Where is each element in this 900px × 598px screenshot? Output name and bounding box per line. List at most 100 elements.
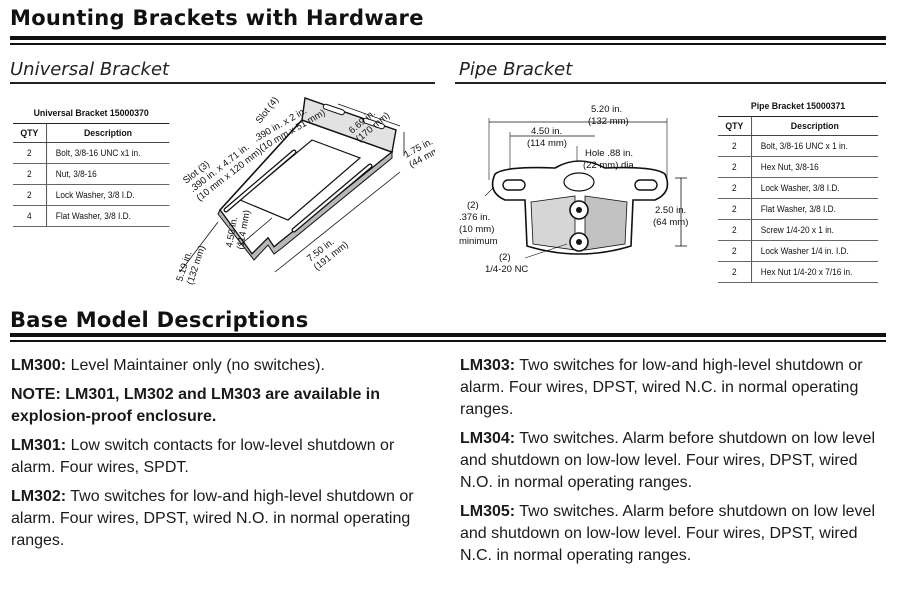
model-code: LM302: — [11, 488, 67, 505]
description-cell: Hex Nut, 3/8-16 — [751, 156, 879, 178]
lm305-description: LM305: Two switches. Alarm before shutdo… — [460, 501, 880, 567]
pipe-bracket-face — [584, 195, 628, 251]
pipe-heading-rule — [455, 82, 886, 84]
description-column-right: LM303: Two switches for low-and high-lev… — [460, 355, 880, 574]
model-text: Two switches. Alarm before shutdown on l… — [460, 430, 876, 491]
model-code: LM303: — [460, 357, 516, 374]
qty-cell: 2 — [718, 261, 752, 283]
dim-250-mm: (64 mm) — [653, 217, 688, 228]
description-cell: Lock Washer, 3/8 I.D. — [46, 184, 170, 206]
dim-450-mm: (114 mm) — [527, 138, 567, 149]
description-cell: Screw 1/4-20 x 1 in. — [751, 219, 879, 241]
table-row: 2 Hex Nut 1/4-20 x 7/16 in. — [718, 261, 879, 283]
left-minimum: minimum — [459, 236, 498, 247]
table-row: 2 Lock Washer, 3/8 I.D. — [718, 177, 879, 199]
lm303-description: LM303: Two switches for low-and high-lev… — [460, 355, 880, 421]
dim-line-669 — [337, 103, 401, 127]
dim-line-450 — [238, 217, 273, 247]
lm304-description: LM304: Two switches. Alarm before shutdo… — [460, 428, 880, 494]
universal-flange-slot — [322, 103, 345, 116]
universal-slot-inner — [292, 164, 372, 232]
description-cell: Nut, 3/8-16 — [46, 163, 170, 185]
base-model-heading: Base Model Descriptions — [10, 308, 309, 332]
dim-450: 4.50 in. — [224, 216, 240, 249]
left-count: (2) — [467, 200, 479, 211]
base-rule-thin — [10, 340, 886, 342]
pipe-bracket-diagram: 5.20 in. (132 mm) 4.50 in. (114 mm) Hole… — [459, 104, 688, 275]
table-row: 2 Lock Washer 1/4 in. I.D. — [718, 240, 879, 262]
qty-cell: 2 — [13, 163, 47, 185]
description-cell: Flat Washer, 3/8 I.D. — [751, 198, 879, 220]
table-header-row: QTY Description — [718, 116, 879, 136]
qty-cell: 2 — [718, 156, 752, 178]
pipe-mount-slot — [634, 179, 658, 191]
description-column-left: LM300: Level Maintainer only (no switche… — [11, 355, 431, 559]
table-row: 4 Flat Washer, 3/8 I.D. — [13, 205, 170, 227]
pipe-mount-slot — [502, 179, 526, 191]
description-cell: Lock Washer, 3/8 I.D. — [751, 177, 879, 199]
qty-cell: 2 — [718, 135, 752, 157]
universal-plate-edge — [217, 150, 393, 261]
note-text: NOTE: LM301, LM302 and LM303 are availab… — [11, 386, 381, 425]
qty-header: QTY — [13, 123, 47, 143]
hole-dim: Hole .88 in. — [585, 148, 633, 159]
model-text: Low switch contacts for low-level shutdo… — [11, 437, 395, 476]
pipe-table-caption: Pipe Bracket 15000371 — [750, 101, 846, 112]
universal-heading-rule — [10, 82, 435, 84]
universal-flange — [301, 97, 397, 153]
table-row: 2 Bolt, 3/8-16 UNC x 1 in. — [718, 135, 879, 157]
title-rule-thin — [10, 43, 886, 45]
universal-bracket-diagram: Slot (4) .390 in. x 2 in. (10 mm x 51 mm… — [174, 95, 435, 286]
title-rule-thick — [10, 36, 886, 40]
description-cell: Hex Nut 1/4-20 x 7/16 in. — [751, 261, 879, 283]
left-dim-mm: (10 mm) — [459, 224, 494, 235]
qty-cell: 2 — [718, 177, 752, 199]
table-header-row: QTY Description — [13, 123, 170, 143]
qty-cell: 2 — [718, 240, 752, 262]
lm300-description: LM300: Level Maintainer only (no switche… — [11, 355, 431, 377]
universal-slot-inner — [224, 150, 296, 212]
model-code: LM301: — [11, 437, 67, 454]
model-text: Level Maintainer only (no switches). — [66, 357, 325, 374]
universal-hardware-table: Universal Bracket 15000370 QTY Descripti… — [13, 108, 170, 227]
qty-header: QTY — [718, 116, 752, 136]
lm301-description: LM301: Low switch contacts for low-level… — [11, 435, 431, 479]
description-header: Description — [751, 116, 879, 136]
page-title: Mounting Brackets with Hardware — [10, 6, 424, 30]
explosion-proof-note: NOTE: LM301, LM302 and LM303 are availab… — [11, 384, 431, 428]
left-dim: .376 in. — [459, 212, 490, 223]
universal-bracket-heading: Universal Bracket — [10, 59, 170, 80]
base-rule-thick — [10, 333, 886, 337]
universal-flange-slot — [362, 117, 385, 130]
model-code: LM305: — [460, 503, 516, 520]
dim-520: 5.20 in. — [591, 104, 622, 115]
model-text: Two switches for low-and high-level shut… — [460, 357, 863, 418]
model-code: LM304: — [460, 430, 516, 447]
dim-450: 4.50 in. — [531, 126, 562, 137]
nc-count: (2) — [499, 252, 511, 263]
nc-thread: 1/4-20 NC — [485, 264, 528, 275]
qty-cell: 2 — [13, 142, 47, 164]
qty-cell: 2 — [718, 198, 752, 220]
pipe-center-hole — [563, 172, 595, 192]
model-text: Two switches. Alarm before shutdown on l… — [460, 503, 876, 564]
dim-line-750 — [274, 171, 401, 273]
dim-line-519 — [179, 221, 219, 273]
table-row: 2 Bolt, 3/8-16 UNC x1 in. — [13, 142, 170, 164]
table-row: 2 Lock Washer, 3/8 I.D. — [13, 184, 170, 206]
qty-cell: 4 — [13, 205, 47, 227]
description-cell: Flat Washer, 3/8 I.D. — [46, 205, 170, 227]
description-cell: Bolt, 3/8-16 UNC x 1 in. — [751, 135, 879, 157]
lm302-description: LM302: Two switches for low-and high-lev… — [11, 486, 431, 552]
description-header: Description — [46, 123, 170, 143]
qty-cell: 2 — [13, 184, 47, 206]
universal-table-caption: Universal Bracket 15000370 — [33, 108, 149, 119]
hole-dim-mm: (22 mm) dia. — [583, 160, 636, 171]
table-row: 2 Flat Washer, 3/8 I.D. — [718, 198, 879, 220]
description-cell: Lock Washer 1/4 in. I.D. — [751, 240, 879, 262]
table-row: 2 Screw 1/4-20 x 1 in. — [718, 219, 879, 241]
pipe-bracket-face — [530, 195, 576, 251]
model-text: Two switches for low-and high-level shut… — [11, 488, 414, 549]
qty-cell: 2 — [718, 219, 752, 241]
dim-250: 2.50 in. — [655, 205, 686, 216]
